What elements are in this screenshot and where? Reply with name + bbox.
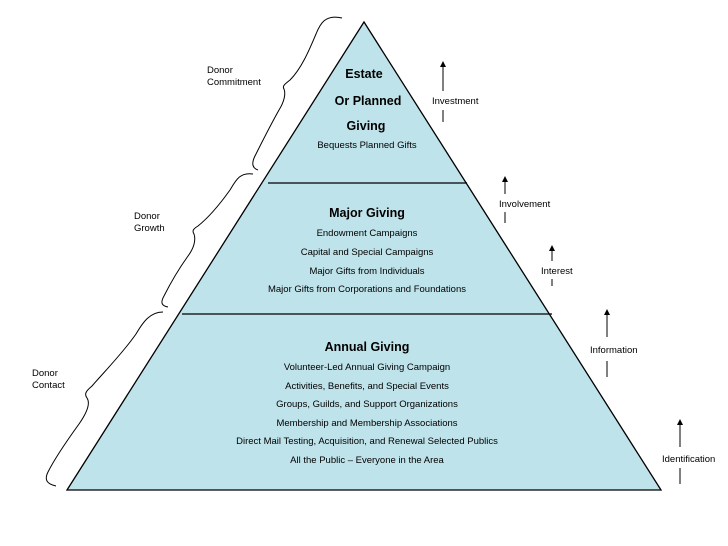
donor-contact-bracket — [45, 311, 164, 487]
tier-title-line: Giving — [347, 119, 386, 133]
stage-investment: Investment — [432, 61, 479, 122]
pyramid — [65, 20, 663, 491]
stage-label-interest: Interest — [541, 266, 573, 277]
arrowhead — [440, 61, 446, 67]
tier-title: Major Giving — [329, 206, 405, 220]
arrowhead — [604, 309, 610, 315]
stage-involvement: Involvement — [499, 176, 551, 223]
donor-commitment-label: Donor — [207, 65, 233, 76]
tier-title-line: Or Planned — [335, 94, 402, 108]
tier-item: Direct Mail Testing, Acquisition, and Re… — [236, 436, 498, 447]
tier-major-giving: Major Giving Endowment Campaigns Capital… — [268, 206, 466, 295]
tier-estate: Estate Or Planned Giving Bequests Planne… — [317, 67, 417, 151]
donor-commitment-bracket — [252, 16, 343, 171]
tier-item: Activities, Benefits, and Special Events — [285, 381, 449, 392]
tier-item: Endowment Campaigns — [317, 228, 418, 239]
tier-item: Major Gifts from Corporations and Founda… — [268, 284, 466, 295]
donor-growth-label: Growth — [134, 223, 165, 234]
arrowhead — [549, 245, 555, 251]
stage-information: Information — [590, 309, 638, 377]
stage-label-identification: Identification — [662, 454, 715, 465]
stage-label-information: Information — [590, 345, 638, 356]
tier-item: Groups, Guilds, and Support Organization… — [276, 399, 458, 410]
tier-item: Capital and Special Campaigns — [301, 247, 434, 258]
arrowhead — [502, 176, 508, 182]
donor-growth-label: Donor — [134, 211, 160, 222]
stage-label-involvement: Involvement — [499, 199, 551, 210]
donor-growth-bracket — [161, 173, 254, 308]
tier-item: Membership and Membership Associations — [276, 418, 457, 429]
stage-identification: Identification — [662, 419, 715, 484]
tier-item: Bequests Planned Gifts — [317, 140, 417, 151]
donor-contact-label: Contact — [32, 380, 65, 391]
tier-item: Major Gifts from Individuals — [309, 266, 424, 277]
stage-label-investment: Investment — [432, 96, 479, 107]
arrowhead — [677, 419, 683, 425]
tier-item: Volunteer-Led Annual Giving Campaign — [284, 362, 450, 373]
stage-interest: Interest — [541, 245, 573, 286]
donor-contact-label: Donor — [32, 368, 58, 379]
tier-annual-giving: Annual Giving Volunteer-Led Annual Givin… — [236, 340, 498, 466]
tier-title-line: Estate — [345, 67, 383, 81]
tier-item: All the Public – Everyone in the Area — [290, 455, 444, 466]
tier-title: Annual Giving — [325, 340, 410, 354]
donor-commitment-label: Commitment — [207, 77, 261, 88]
